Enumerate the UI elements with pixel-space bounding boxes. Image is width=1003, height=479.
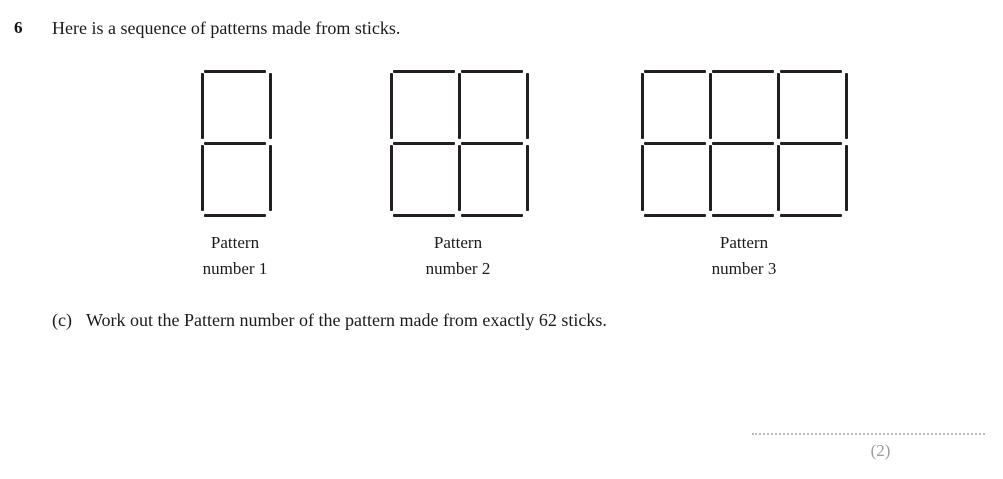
stick-vertical [390, 73, 393, 139]
stick-horizontal [393, 214, 455, 217]
stick-vertical [709, 145, 712, 211]
pattern-1-sticks [201, 70, 272, 217]
stick-horizontal [644, 142, 706, 145]
stick-vertical [458, 73, 461, 139]
stick-vertical [458, 145, 461, 211]
stick-horizontal [204, 214, 266, 217]
stick-vertical [777, 145, 780, 211]
part-c-row: (c) Work out the Pattern number of the pa… [52, 308, 607, 332]
pattern-2-label: Pattern number 2 [392, 230, 524, 282]
pattern-3-label: Pattern number 3 [678, 230, 810, 282]
stick-vertical [269, 145, 272, 211]
stick-vertical [526, 73, 529, 139]
stick-horizontal [780, 142, 842, 145]
stick-horizontal [393, 70, 455, 73]
pattern-1-group: Pattern number 1 [201, 70, 272, 278]
stick-horizontal [712, 70, 774, 73]
pattern-2-label-line2: number 2 [425, 259, 491, 278]
stick-horizontal [393, 142, 455, 145]
stick-vertical [201, 145, 204, 211]
stick-vertical [777, 73, 780, 139]
pattern-2-label-line1: Pattern [433, 233, 483, 252]
stick-vertical [641, 73, 644, 139]
stick-vertical [641, 145, 644, 211]
stick-horizontal [780, 70, 842, 73]
question-number: 6 [14, 18, 23, 37]
stick-vertical [845, 145, 848, 211]
pattern-3-label-line2: number 3 [711, 259, 777, 278]
stick-vertical [845, 73, 848, 139]
pattern-3-sticks [641, 70, 848, 217]
question-stem: Here is a sequence of patterns made from… [52, 18, 401, 38]
stick-horizontal [644, 214, 706, 217]
stick-horizontal [461, 214, 523, 217]
stick-horizontal [204, 142, 266, 145]
pattern-2-group: Pattern number 2 [390, 70, 529, 278]
pattern-3-label-line1: Pattern [719, 233, 769, 252]
stick-vertical [390, 145, 393, 211]
stick-vertical [269, 73, 272, 139]
answer-dotted-line[interactable] [752, 423, 985, 435]
pattern-1-label-line2: number 1 [202, 259, 268, 278]
stick-vertical [201, 73, 204, 139]
stick-vertical [526, 145, 529, 211]
stick-horizontal [644, 70, 706, 73]
stick-vertical [709, 73, 712, 139]
stick-horizontal [712, 142, 774, 145]
stick-horizontal [712, 214, 774, 217]
pattern-1-label-line1: Pattern [210, 233, 260, 252]
pattern-2-sticks [390, 70, 529, 217]
pattern-1-label: Pattern number 1 [169, 230, 301, 282]
part-c-marks: (2) [870, 441, 891, 460]
stick-horizontal [461, 142, 523, 145]
stick-horizontal [780, 214, 842, 217]
part-c-letter: (c) [52, 310, 72, 330]
pattern-3-group: Pattern number 3 [641, 70, 848, 278]
part-c-text: Work out the Pattern number of the patte… [86, 310, 607, 330]
stick-horizontal [204, 70, 266, 73]
stick-horizontal [461, 70, 523, 73]
